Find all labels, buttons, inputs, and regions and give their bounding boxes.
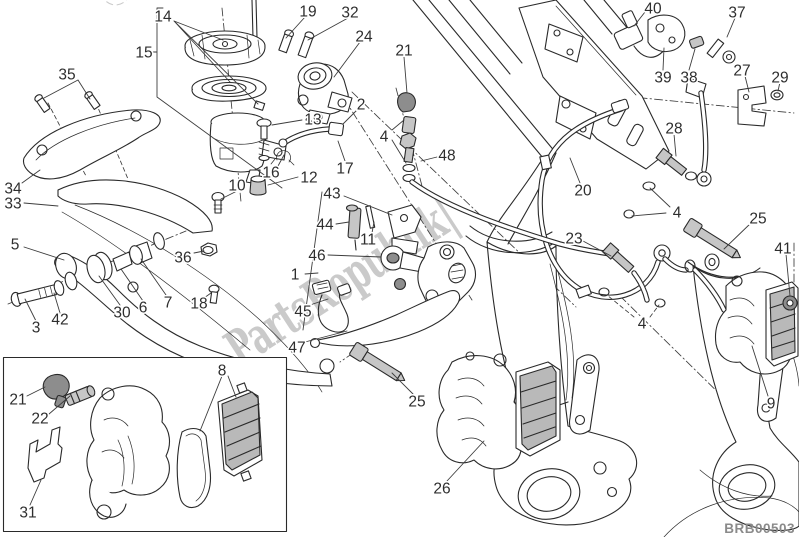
callout-11: 11 — [360, 232, 376, 249]
callout-33: 33 — [4, 196, 21, 213]
callout-25: 25 — [408, 394, 425, 411]
callout-44: 44 — [316, 217, 334, 234]
callout-32: 32 — [341, 5, 358, 22]
callout-10: 10 — [228, 178, 246, 195]
bleed-valve-22 — [64, 385, 96, 406]
callout-6: 6 — [139, 300, 148, 317]
bolt-3 — [10, 284, 57, 307]
callout-22: 22 — [31, 411, 48, 428]
callout-4: 4 — [638, 316, 647, 333]
callout-17: 17 — [336, 161, 353, 178]
callout-23: 23 — [565, 231, 582, 248]
pad-spring-31 — [27, 426, 63, 483]
callout-3: 3 — [32, 320, 41, 337]
callout-42: 42 — [51, 312, 68, 329]
callout-45: 45 — [294, 304, 311, 321]
callout-21: 21 — [9, 392, 26, 409]
callout-16: 16 — [262, 165, 279, 182]
lever-assembly — [309, 204, 477, 374]
callout-29: 29 — [771, 70, 788, 87]
callout-14: 14 — [154, 9, 172, 26]
callout-38: 38 — [680, 70, 697, 87]
screw-19 — [278, 29, 295, 54]
callout-9: 9 — [767, 396, 776, 413]
callout-2: 2 — [357, 97, 366, 114]
washer-41 — [782, 295, 798, 311]
callout-31: 31 — [19, 505, 36, 522]
callout-18: 18 — [190, 296, 207, 313]
front-caliper-right — [683, 218, 799, 375]
callout-12: 12 — [300, 170, 317, 187]
callout-28: 28 — [665, 121, 682, 138]
callout-21: 21 — [395, 43, 412, 60]
callout-24: 24 — [355, 29, 373, 46]
diagram-code: BRB00503 — [724, 521, 795, 536]
screw-35a — [34, 94, 51, 113]
leader-lines — [21, 7, 791, 506]
bolt-37 — [706, 38, 736, 64]
callout-43: 43 — [323, 186, 340, 203]
callout-41: 41 — [774, 241, 791, 258]
brake-hoses — [397, 85, 784, 313]
callout-15: 15 — [135, 45, 152, 62]
callout-5: 5 — [11, 237, 20, 254]
callout-36: 36 — [174, 250, 191, 267]
callout-39: 39 — [654, 70, 671, 87]
front-caliper-left — [349, 342, 561, 470]
callout-40: 40 — [644, 1, 662, 18]
callout-27: 27 — [733, 63, 750, 80]
banjo-bolt-28 — [655, 147, 688, 176]
callout-30: 30 — [113, 305, 131, 322]
callout-13: 13 — [304, 112, 321, 129]
sensor-bracket-parts — [613, 10, 736, 64]
screw-32 — [297, 31, 315, 59]
callout-34: 34 — [4, 181, 22, 198]
callout-4: 4 — [673, 205, 682, 222]
callout-48: 48 — [438, 148, 455, 165]
callout-19: 19 — [299, 4, 316, 21]
gear-watermark-icon — [101, 0, 131, 6]
callout-1: 1 — [291, 267, 300, 284]
inset-caliper-box — [2, 356, 288, 533]
callout-20: 20 — [574, 183, 592, 200]
callout-37: 37 — [728, 5, 745, 22]
callout-25: 25 — [749, 211, 766, 228]
bolt-25-right — [683, 218, 741, 259]
fitting-23 — [602, 242, 635, 273]
callout-7: 7 — [164, 295, 173, 312]
callout-4: 4 — [380, 129, 389, 146]
reservoir-assembly — [184, 0, 287, 214]
callout-8: 8 — [218, 363, 227, 380]
bodywork-parts — [22, 91, 323, 393]
callout-46: 46 — [308, 248, 325, 265]
callout-26: 26 — [433, 481, 450, 498]
bolt-25-left — [349, 342, 406, 382]
callout-35: 35 — [58, 67, 75, 84]
master-cylinder-assembly — [270, 29, 353, 166]
callout-47: 47 — [288, 340, 305, 357]
